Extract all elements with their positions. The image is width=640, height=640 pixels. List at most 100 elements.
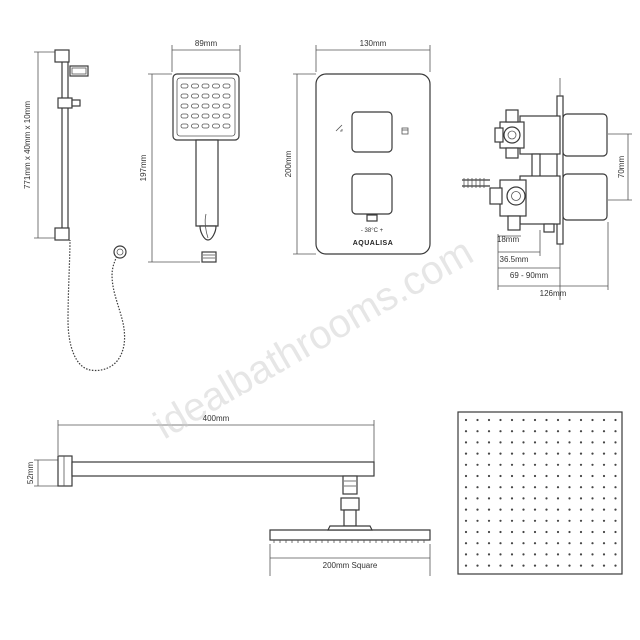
lower-fitting-port bbox=[506, 186, 526, 206]
head-nozzle bbox=[614, 542, 617, 545]
handset-nozzle bbox=[180, 113, 189, 119]
head-nozzle bbox=[522, 463, 525, 466]
head-nozzle bbox=[522, 474, 525, 478]
handset-nozzle bbox=[222, 103, 231, 109]
head-nozzle bbox=[533, 542, 537, 545]
rail-handset-face bbox=[71, 67, 87, 75]
upper-fitting-port bbox=[503, 126, 521, 144]
head-nozzle bbox=[579, 508, 583, 511]
head-nozzle bbox=[568, 519, 571, 522]
head-nozzle bbox=[522, 418, 525, 422]
head-nozzle bbox=[556, 542, 560, 545]
valve-width-label: 130mm bbox=[360, 39, 387, 48]
handset-nozzle bbox=[201, 93, 210, 99]
rail-bar bbox=[61, 54, 69, 236]
head-nozzle bbox=[591, 418, 594, 422]
head-nozzle bbox=[602, 441, 606, 444]
head-nozzle bbox=[510, 508, 514, 511]
head-nozzle bbox=[602, 542, 606, 545]
head-nozzle bbox=[591, 463, 594, 466]
head-nozzle bbox=[510, 430, 514, 433]
handset-nozzle bbox=[201, 103, 210, 109]
head-nozzle bbox=[533, 508, 537, 511]
head-plate bbox=[457, 411, 623, 575]
head-nozzle bbox=[510, 486, 514, 489]
flow-control-knob[interactable] bbox=[351, 111, 393, 153]
head-nozzle bbox=[602, 418, 606, 422]
head-nozzle bbox=[579, 430, 583, 433]
head-nozzle bbox=[487, 463, 491, 466]
head-nozzle bbox=[464, 463, 468, 466]
head-nozzle bbox=[545, 542, 548, 545]
lower-cartridge bbox=[519, 175, 561, 225]
rail-kit: 771mm x 40mm x 10mm bbox=[23, 49, 127, 372]
head-nozzle bbox=[487, 486, 491, 489]
head-nozzle bbox=[487, 542, 491, 545]
head-nozzle bbox=[579, 564, 583, 567]
head-nozzle bbox=[556, 418, 560, 422]
head-nozzle bbox=[579, 530, 583, 534]
head-nozzle bbox=[499, 452, 502, 455]
head-nozzle bbox=[476, 497, 479, 500]
handset-nozzle bbox=[201, 113, 210, 119]
hose-outer bbox=[67, 239, 126, 372]
arm-height-label: 52mm bbox=[26, 462, 35, 485]
head-nozzle bbox=[591, 530, 594, 534]
head-nozzle bbox=[476, 463, 479, 466]
head-nozzle bbox=[533, 418, 537, 422]
head-nozzle bbox=[591, 486, 594, 489]
upper-fitting-bottom bbox=[505, 147, 519, 159]
head-nozzle bbox=[510, 463, 514, 466]
head-nozzle bbox=[568, 564, 571, 567]
temperature-control-knob[interactable] bbox=[351, 173, 393, 215]
head-nozzle bbox=[602, 508, 606, 511]
head-nozzle bbox=[545, 452, 548, 455]
head-nozzle bbox=[614, 519, 617, 522]
head-nozzle bbox=[556, 463, 560, 466]
arm-length-label: 400mm bbox=[203, 414, 230, 423]
head-nozzle bbox=[522, 519, 525, 522]
head-nozzle bbox=[522, 486, 525, 489]
head-nozzle bbox=[499, 474, 502, 478]
handset-nozzle bbox=[201, 123, 210, 129]
handset-nozzle bbox=[212, 103, 220, 109]
dim-b-label: 36.5mm bbox=[500, 255, 529, 264]
head-nozzle bbox=[568, 441, 571, 444]
head-nozzle bbox=[476, 553, 479, 556]
head-nozzle bbox=[487, 418, 491, 422]
head-nozzle bbox=[568, 452, 571, 455]
head-nozzle bbox=[476, 452, 479, 455]
head-nozzle bbox=[602, 519, 606, 522]
head-nozzle bbox=[533, 553, 537, 556]
head-nozzle bbox=[602, 463, 606, 466]
head-nozzle bbox=[533, 452, 537, 455]
head-nozzle bbox=[487, 530, 491, 534]
head-nozzle bbox=[487, 452, 491, 455]
handset-nozzle bbox=[212, 83, 220, 89]
lower-fitting-port-inner bbox=[511, 191, 521, 201]
head-nozzle bbox=[476, 486, 479, 489]
head-nozzle bbox=[476, 418, 479, 422]
handset-nozzle bbox=[222, 113, 231, 119]
head-nozzle bbox=[556, 486, 560, 489]
head-nozzle-row bbox=[273, 540, 425, 543]
valve-height-label: 200mm bbox=[284, 150, 293, 177]
handset-height-label: 197mm bbox=[139, 154, 148, 181]
head-nozzle bbox=[602, 530, 606, 534]
head-nozzle bbox=[499, 441, 502, 444]
head-nozzle bbox=[522, 508, 525, 511]
head-nozzle bbox=[533, 441, 537, 444]
head-nozzle bbox=[522, 553, 525, 556]
head-nozzle bbox=[464, 542, 468, 545]
head-nozzle bbox=[533, 519, 537, 522]
head-nozzle bbox=[499, 542, 502, 545]
valve-side-height-label: 70mm bbox=[617, 156, 626, 179]
head-nozzle bbox=[591, 508, 594, 511]
handset-nozzle bbox=[201, 83, 210, 89]
head-nozzle bbox=[533, 474, 537, 478]
head-nozzle bbox=[556, 530, 560, 534]
shower-arm: 400mm 52mm 200mm Square bbox=[26, 414, 431, 576]
head-nozzle bbox=[602, 553, 606, 556]
head-nozzle bbox=[556, 564, 560, 567]
